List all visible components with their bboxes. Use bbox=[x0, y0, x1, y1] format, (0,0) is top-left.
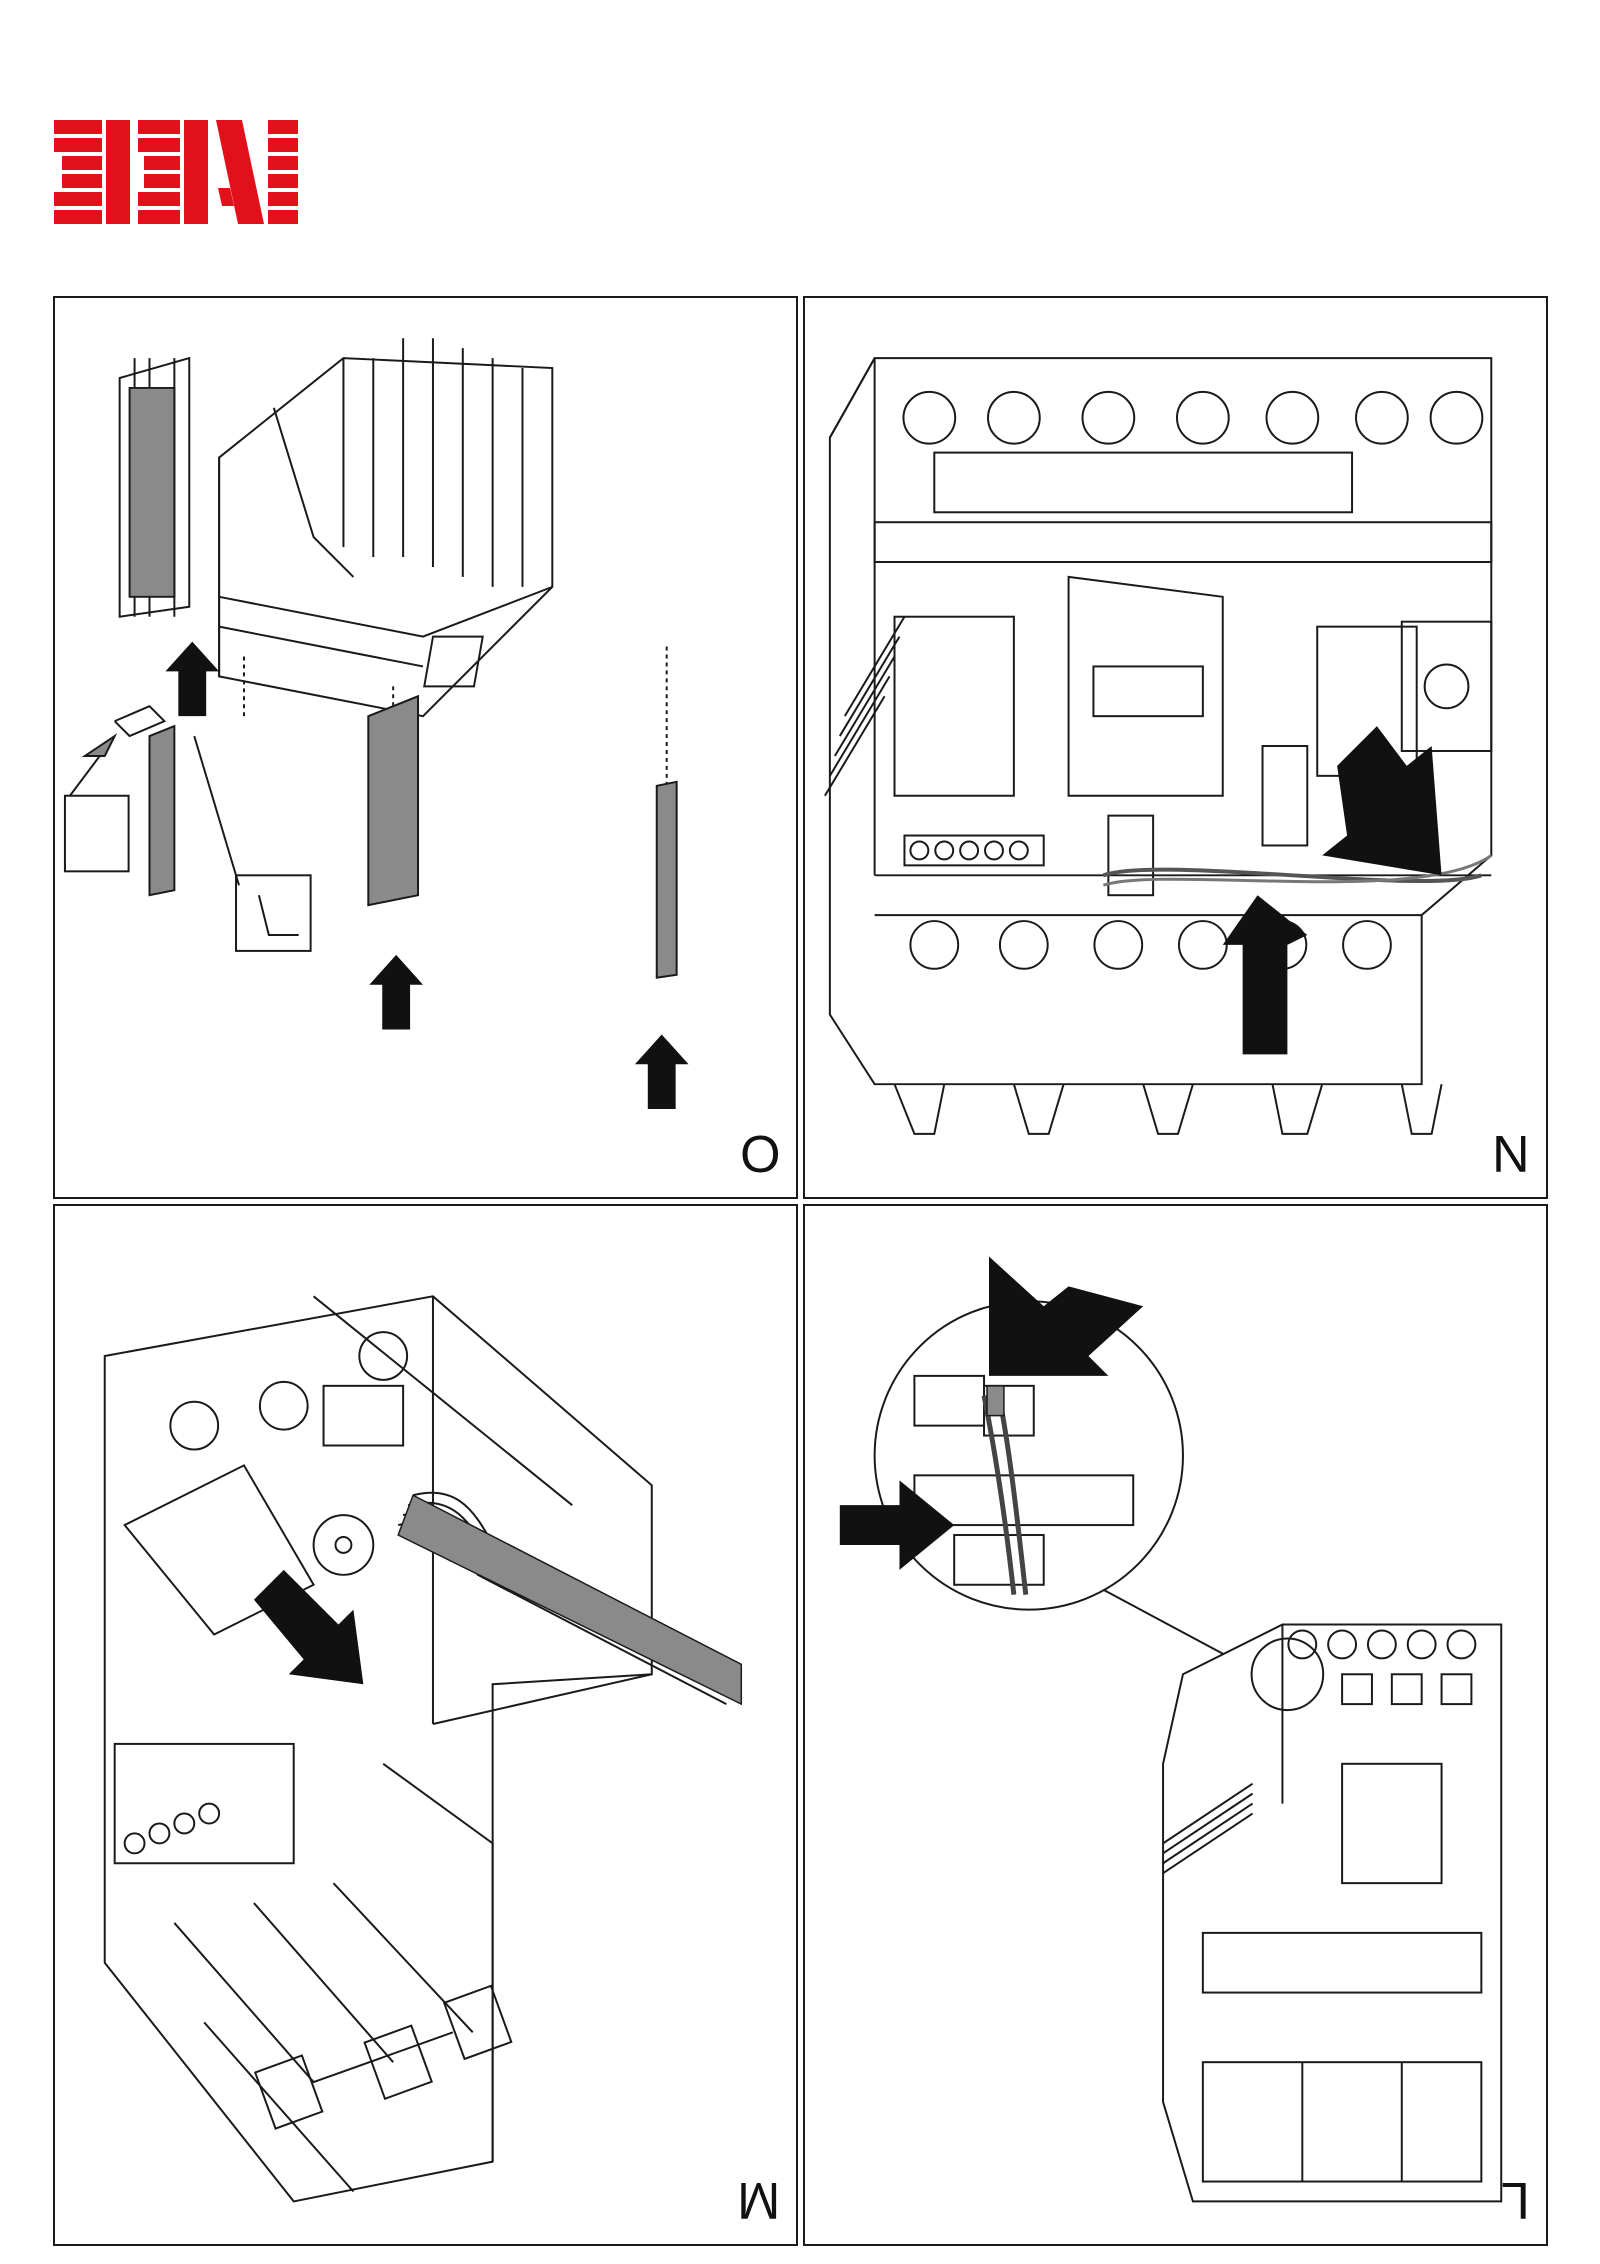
abb-logo bbox=[50, 108, 300, 224]
arrow-up-3 bbox=[634, 1034, 689, 1110]
panel-m: M bbox=[53, 1204, 798, 2246]
panel-o: O bbox=[53, 296, 798, 1199]
arrow-diag-down bbox=[253, 1569, 364, 1685]
panel-o-label: O bbox=[739, 1124, 780, 1182]
gray-module-top bbox=[128, 386, 176, 598]
arrows bbox=[165, 641, 689, 1110]
arrow-up-2 bbox=[369, 954, 424, 1030]
breaker-body bbox=[103, 1295, 653, 2203]
arrow-up-1 bbox=[165, 641, 220, 717]
panel-l: L bbox=[803, 1204, 1548, 2246]
arrows bbox=[1222, 726, 1442, 1055]
arrows bbox=[253, 1569, 364, 1685]
panel-m-illustration bbox=[103, 1295, 743, 2203]
breaker-body bbox=[218, 357, 554, 718]
arrows bbox=[839, 1256, 1144, 1570]
logo-letter-b2 bbox=[54, 120, 130, 224]
panel-n: N bbox=[803, 296, 1548, 1199]
arrow-up-diag bbox=[1222, 895, 1308, 1055]
gray-plate-left bbox=[148, 724, 176, 897]
panel-m-label: M bbox=[736, 2171, 780, 2229]
abb-logo-graphic bbox=[54, 120, 298, 224]
small-breaker bbox=[1162, 1623, 1503, 2203]
gray-plate-center bbox=[367, 694, 420, 907]
logo-letter-b1 bbox=[138, 120, 208, 224]
logo-letter-a bbox=[216, 120, 298, 224]
arrow-diag-down bbox=[1322, 726, 1442, 876]
arrow-into-circle-top bbox=[989, 1256, 1144, 1376]
arrow-into-circle-left bbox=[839, 1480, 955, 1570]
panel-n-illustration bbox=[824, 357, 1493, 1135]
panel-l-illustration bbox=[839, 1256, 1503, 2203]
panel-n-label: N bbox=[1492, 1124, 1530, 1182]
gray-plate-right bbox=[655, 780, 678, 979]
panel-l-label: L bbox=[1501, 2171, 1530, 2229]
panel-o-illustration bbox=[63, 338, 689, 1110]
